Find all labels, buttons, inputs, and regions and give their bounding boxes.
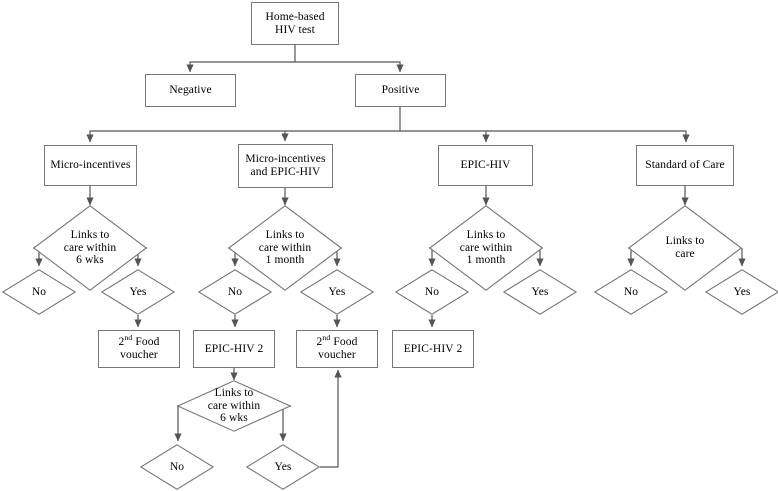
- diamond-outline: [177, 380, 291, 432]
- node-label: Yes: [328, 285, 346, 298]
- node-arm-soc: Standard of Care: [636, 145, 734, 186]
- node-label: No: [424, 285, 440, 298]
- connector-home-to-positive: [295, 61, 404, 73]
- node-label: EPIC-HIV 2: [204, 342, 264, 355]
- node-micro-yes: Yes: [101, 269, 175, 315]
- diamond-outline: [395, 269, 469, 315]
- node-label: No: [623, 285, 639, 298]
- diamond-outline: [228, 205, 342, 291]
- connector-home-to-split: [186, 45, 296, 73]
- node-negative: Negative: [145, 74, 236, 107]
- diamond-outline: [246, 444, 320, 490]
- node-epic-yes: Yes: [503, 269, 577, 315]
- node-me-no: No: [198, 269, 272, 315]
- node-label: No: [31, 285, 47, 298]
- node-label: No: [169, 460, 185, 473]
- diamond-outline: [628, 205, 742, 291]
- diamond-outline: [2, 269, 76, 315]
- diamond-outline: [33, 205, 147, 291]
- diamond-outline: [429, 205, 543, 291]
- node-label: Micro-incentives: [50, 159, 131, 172]
- node-label: EPIC-HIV: [460, 159, 511, 172]
- diamond-outline: [198, 269, 272, 315]
- node-epic-no: No: [395, 269, 469, 315]
- diamond-outline: [594, 269, 668, 315]
- diamond-outline: [300, 269, 374, 315]
- node-arm-micro: Micro-incentives: [44, 145, 137, 186]
- diamond-outline: [101, 269, 175, 315]
- node-positive: Positive: [355, 74, 446, 107]
- node-label: Negative: [169, 84, 212, 97]
- diamond-outline: [503, 269, 577, 315]
- node-me2-yes: Yes: [246, 444, 320, 490]
- node-me2-no: No: [140, 444, 214, 490]
- node-soc-yes: Yes: [705, 269, 778, 315]
- node-label: Yes: [733, 285, 751, 298]
- node-label: Standard of Care: [645, 159, 725, 172]
- node-me-yes: Yes: [300, 269, 374, 315]
- diamond-outline: [705, 269, 778, 315]
- node-soc-no: No: [594, 269, 668, 315]
- node-label: Yes: [531, 285, 549, 298]
- connector-bus-left: [86, 130, 400, 143]
- node-label: Yes: [274, 460, 292, 473]
- connector-me2yes-to-voucher2: [320, 369, 342, 468]
- diamond-outline: [140, 444, 214, 490]
- node-label: Yes: [129, 285, 147, 298]
- node-label: No: [227, 285, 243, 298]
- node-arm-epic: EPIC-HIV: [438, 145, 533, 186]
- node-micro-no: No: [2, 269, 76, 315]
- node-label: EPIC-HIV 2: [403, 342, 463, 355]
- connector-bus-right: [400, 130, 690, 143]
- node-epic-hiv-2-right: EPIC-HIV 2: [392, 330, 474, 368]
- node-label: Positive: [381, 84, 420, 97]
- node-epic-hiv-2-left: EPIC-HIV 2: [193, 330, 275, 368]
